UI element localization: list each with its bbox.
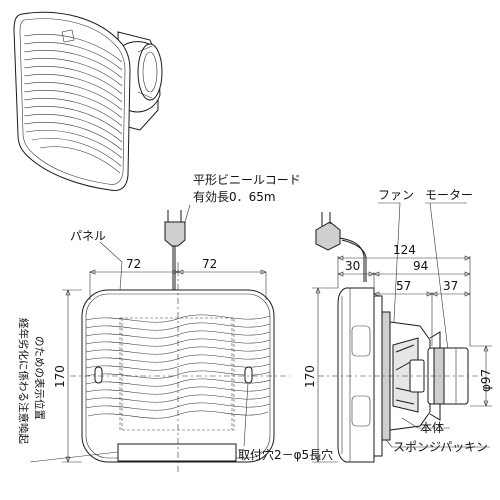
- caution-note-line1: 経年劣化に係わる注意喚起: [17, 318, 30, 444]
- caution-label-area: [117, 443, 237, 462]
- front-dim-half-left: 72: [126, 257, 141, 271]
- caution-note: 経年劣化に係わる注意喚起 のための表示位置: [17, 318, 119, 463]
- perspective-sketch: [13, 11, 163, 191]
- side-dim-height: 170: [303, 365, 317, 388]
- side-dim-fan-depth: 57: [396, 279, 411, 293]
- side-dim-motor-depth: 37: [443, 279, 458, 293]
- cord-length-label: 有効長0．65m: [193, 189, 276, 204]
- fan-label: ファン: [378, 188, 414, 202]
- side-dim-motor-diameter: φ97: [479, 369, 493, 392]
- side-dim-total-depth: 124: [393, 243, 416, 257]
- mounting-hole-right: [244, 366, 253, 384]
- front-view: 72 72 170: [53, 210, 290, 475]
- mounting-holes-label: 取付穴2－φ5長穴: [238, 447, 333, 462]
- side-panel: [337, 287, 375, 463]
- front-louvers: [85, 314, 271, 419]
- side-dim-body-depth: 94: [413, 259, 428, 273]
- side-dim-panel-depth: 30: [345, 259, 360, 273]
- side-view: 124 30 94 57 37 φ97 170: [303, 212, 493, 463]
- panel-label: パネル: [70, 229, 106, 243]
- cord-label: 平形ビニールコード: [193, 173, 301, 187]
- front-dim-height: 170: [53, 365, 67, 388]
- mounting-hole-left: [94, 366, 103, 384]
- perspective-louvers: [23, 33, 123, 174]
- caution-note-line2: のための表示位置: [33, 336, 46, 420]
- motor-label: モーター: [425, 188, 473, 202]
- front-dim-half-right: 72: [202, 257, 217, 271]
